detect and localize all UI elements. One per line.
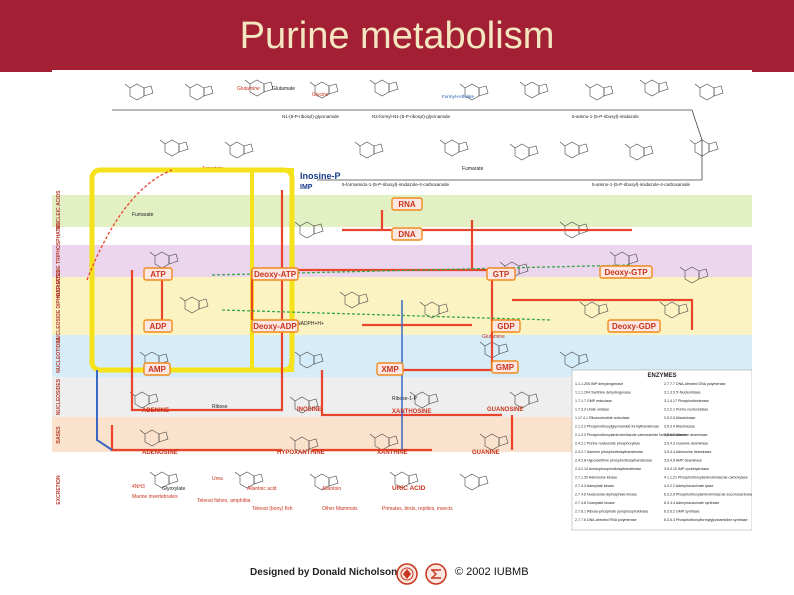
enzyme-left-2: 1.1.1.204 Xanthine dehydrogenase	[575, 391, 631, 395]
enzyme-left-3: 1.7.1.7 GMP reductase	[575, 399, 612, 403]
node-inosine: INOSINE	[297, 407, 322, 413]
enzyme-left-17: 2.7.7.6 DNA-directed RNA polymerase	[575, 518, 637, 522]
node-guanosine: GUANOSINE	[487, 407, 523, 413]
enzyme-right-9: 3.5.4.4 Adenosine deaminase	[664, 450, 711, 454]
intermediate-succinocarboxamide: 5-formamido-1-(5-P-ribosyl)-imidazole-4-…	[342, 182, 450, 187]
enzyme-right-16: 6.3.5.2 GMP synthase	[664, 510, 700, 514]
enzyme-right-1: 2.7.7.7 DNA-directed DNA polymerase	[664, 382, 726, 386]
intermediate-gly-nucleotide: N1-(5-P-ribosyl)-glycinamide	[282, 114, 340, 119]
intermediate-glutamine: Glutamine	[237, 86, 260, 92]
intermediate-glycine: Glycine	[312, 92, 329, 98]
left-label-4: NUCLEOTIDES	[56, 336, 62, 373]
node-deoxy-atp: Deoxy-ATP	[254, 270, 297, 279]
enzyme-right-6: 3.5.3.4 Allantoicase	[664, 425, 695, 429]
organism-mammals: Other Mammals	[322, 506, 358, 512]
node-deoxy-gdp: Deoxy-GDP	[612, 322, 657, 331]
enzyme-left-13: 2.7.4.3 Adenylate kinase	[575, 484, 614, 488]
copyright-text: © 2002 IUBMB	[455, 566, 529, 578]
designer-credit: Designed by Donald Nicholson	[250, 567, 397, 578]
purine-metabolism-chart: NUCLEIC ACIDSNUCLEOSIDE TRIPHOSPHATESNUC…	[52, 70, 752, 555]
left-label-7: EXCRETION	[56, 475, 62, 505]
organism-primates: Primates, birds, reptiles, insects	[382, 506, 453, 512]
enzyme-right-12: 4.1.1.21 Phosphoribosylaminoimidazole ca…	[664, 476, 748, 480]
enzyme-right-3: 3.1.4.17 Phosphodiesterase	[664, 399, 709, 403]
left-label-5: NUCLEOSIDES	[56, 378, 62, 415]
enzyme-left-14: 2.7.4.6 Nucleoside-diphosphate kinase	[575, 493, 637, 497]
intermediate-formylglycinamide: N2-formyl-N1-(5-P-ribosyl)-glycinamide	[372, 114, 451, 119]
enzyme-left-15: 2.7.4.8 Guanylate kinase	[575, 501, 615, 505]
iubmb-seal-icon	[395, 562, 419, 586]
node-urea: Urea	[212, 476, 223, 482]
enzyme-left-5: 1.17.4.1 Ribonucleotide reductase	[575, 416, 630, 420]
node-gtp: GTP	[493, 270, 510, 279]
node-hypoxanthine: HYPOXANTHINE	[277, 450, 325, 456]
intermediate-formyl-h4folate: Formyl-H4folate	[442, 94, 475, 99]
intermediate-aminoimidazole: 5-amino-1-(5-P-ribosyl)-imidazole	[572, 114, 639, 119]
node-deoxy-adp: Deoxy-ADP	[253, 322, 297, 331]
enzyme-left-6: 2.1.2.2 Phosphoribosylglycinamide formyl…	[575, 425, 659, 429]
slide-title: Purine metabolism	[0, 0, 794, 72]
enzyme-right-4: 3.2.2.1 Purine nucleosidase	[664, 408, 708, 412]
node-deoxy-gtp: Deoxy-GTP	[604, 268, 648, 277]
enzyme-legend-header: ENZYMES	[647, 373, 676, 379]
enzyme-right-17: 6.3.5.3 Phosphoribosylformylglycinamidin…	[664, 518, 748, 522]
intermediate-fumarate: Fumarate	[462, 166, 484, 172]
node-allantoic-acid: Allantoic acid	[247, 486, 277, 492]
enzyme-right-15: 6.3.4.4 Adenylosuccinate synthase	[664, 501, 719, 505]
node-uric-acid: URIC ACID	[392, 485, 426, 492]
enzyme-right-11: 3.5.4.10 IMP cyclohydrolase	[664, 467, 709, 471]
enzyme-left-10: 2.4.2.8 Hypoxanthine phosphoribosyltrans…	[575, 459, 652, 463]
intermediate-glutamate: Glutamate	[272, 86, 295, 92]
enzyme-right-14: 6.3.2.6 Phosphoribosylaminoimidazole suc…	[664, 493, 752, 497]
sigma-seal-icon	[424, 562, 448, 586]
node-xmp: XMP	[381, 365, 399, 374]
node-adenine: ADENINE	[142, 408, 169, 414]
enzyme-left-1: 1.1.1.205 IMP dehydrogenase	[575, 382, 623, 386]
enzyme-left-9: 2.4.2.7 Adenine phosphoribosyltransferas…	[575, 450, 643, 454]
intermediate-fumarate-2: Fumarate	[132, 212, 154, 218]
organism-teleost: Teleost (bony) fish	[252, 506, 293, 512]
left-label-6: BASES	[56, 426, 62, 444]
node-gmp: GMP	[496, 363, 515, 372]
enzyme-left-12: 2.7.1.20 Adenosine kinase	[575, 476, 617, 480]
node-imp: Inosine-P	[300, 171, 341, 181]
footer: Designed by Donald Nicholson © 2002 IUBM…	[0, 562, 794, 586]
intermediate-glyoxylate: Glyoxylate	[162, 486, 186, 492]
band-synthesis	[52, 70, 752, 195]
left-label-3: NUCLEOSIDE DIPHOSPHATES	[56, 269, 62, 343]
node-gdp: GDP	[497, 322, 515, 331]
node-guanine: GUANINE	[472, 450, 500, 456]
node-allantoin: Allantoin	[322, 486, 341, 492]
enzyme-right-7: 3.5.4.2 Adenine deaminase	[664, 433, 708, 437]
organism-marine: Marine invertebrates	[132, 494, 178, 500]
node-adp: ADP	[150, 322, 168, 331]
enzyme-right-13: 4.3.2.2 Adenylosuccinate lyase	[664, 484, 713, 488]
enzyme-left-11: 2.4.2.14 Amidophosphoribosyltransferase	[575, 467, 641, 471]
node-xanthosine: XANTHOSINE	[392, 409, 431, 415]
node-ammonia: 4NH3	[132, 484, 145, 490]
enzyme-right-8: 3.5.4.3 Guanine deaminase	[664, 442, 708, 446]
intermediate-nadph: NADPH+H+	[297, 321, 324, 327]
enzyme-left-8: 2.4.2.1 Purine-nucleoside phosphorylase	[575, 442, 640, 446]
enzyme-left-4: 1.7.3.3 Urate oxidase	[575, 408, 609, 412]
node-imp-abbr: IMP	[300, 184, 313, 191]
organism-fishes: Teleost fishes, amphibia	[197, 498, 251, 504]
pathway-svg: NUCLEIC ACIDSNUCLEOSIDE TRIPHOSPHATESNUC…	[52, 70, 752, 555]
node-amp: AMP	[148, 365, 166, 374]
node-atp: ATP	[150, 270, 166, 279]
node-adenosine: ADENOSINE	[142, 450, 178, 456]
enzyme-left-16: 2.7.6.1 Ribose-phosphate pyrophosphokina…	[575, 510, 648, 514]
enzyme-right-5: 3.5.2.5 Allantoinase	[664, 416, 695, 420]
node-xanthine: XANTHINE	[377, 450, 408, 456]
node-dna: DNA	[398, 230, 416, 239]
intermediate-glutamine-2: Glutamine	[482, 334, 505, 340]
intermediate-carboxamide: 5-amino-1-(5-P-ribosyl)-imidazole-4-carb…	[592, 182, 691, 187]
intermediate-ribose-1p: Ribose-1-P	[392, 396, 418, 402]
node-rna: RNA	[398, 200, 416, 209]
enzyme-right-10: 3.5.4.6 AMP deaminase	[664, 459, 702, 463]
enzyme-right-2: 3.1.3.5 5'-Nucleotidase	[664, 391, 701, 395]
